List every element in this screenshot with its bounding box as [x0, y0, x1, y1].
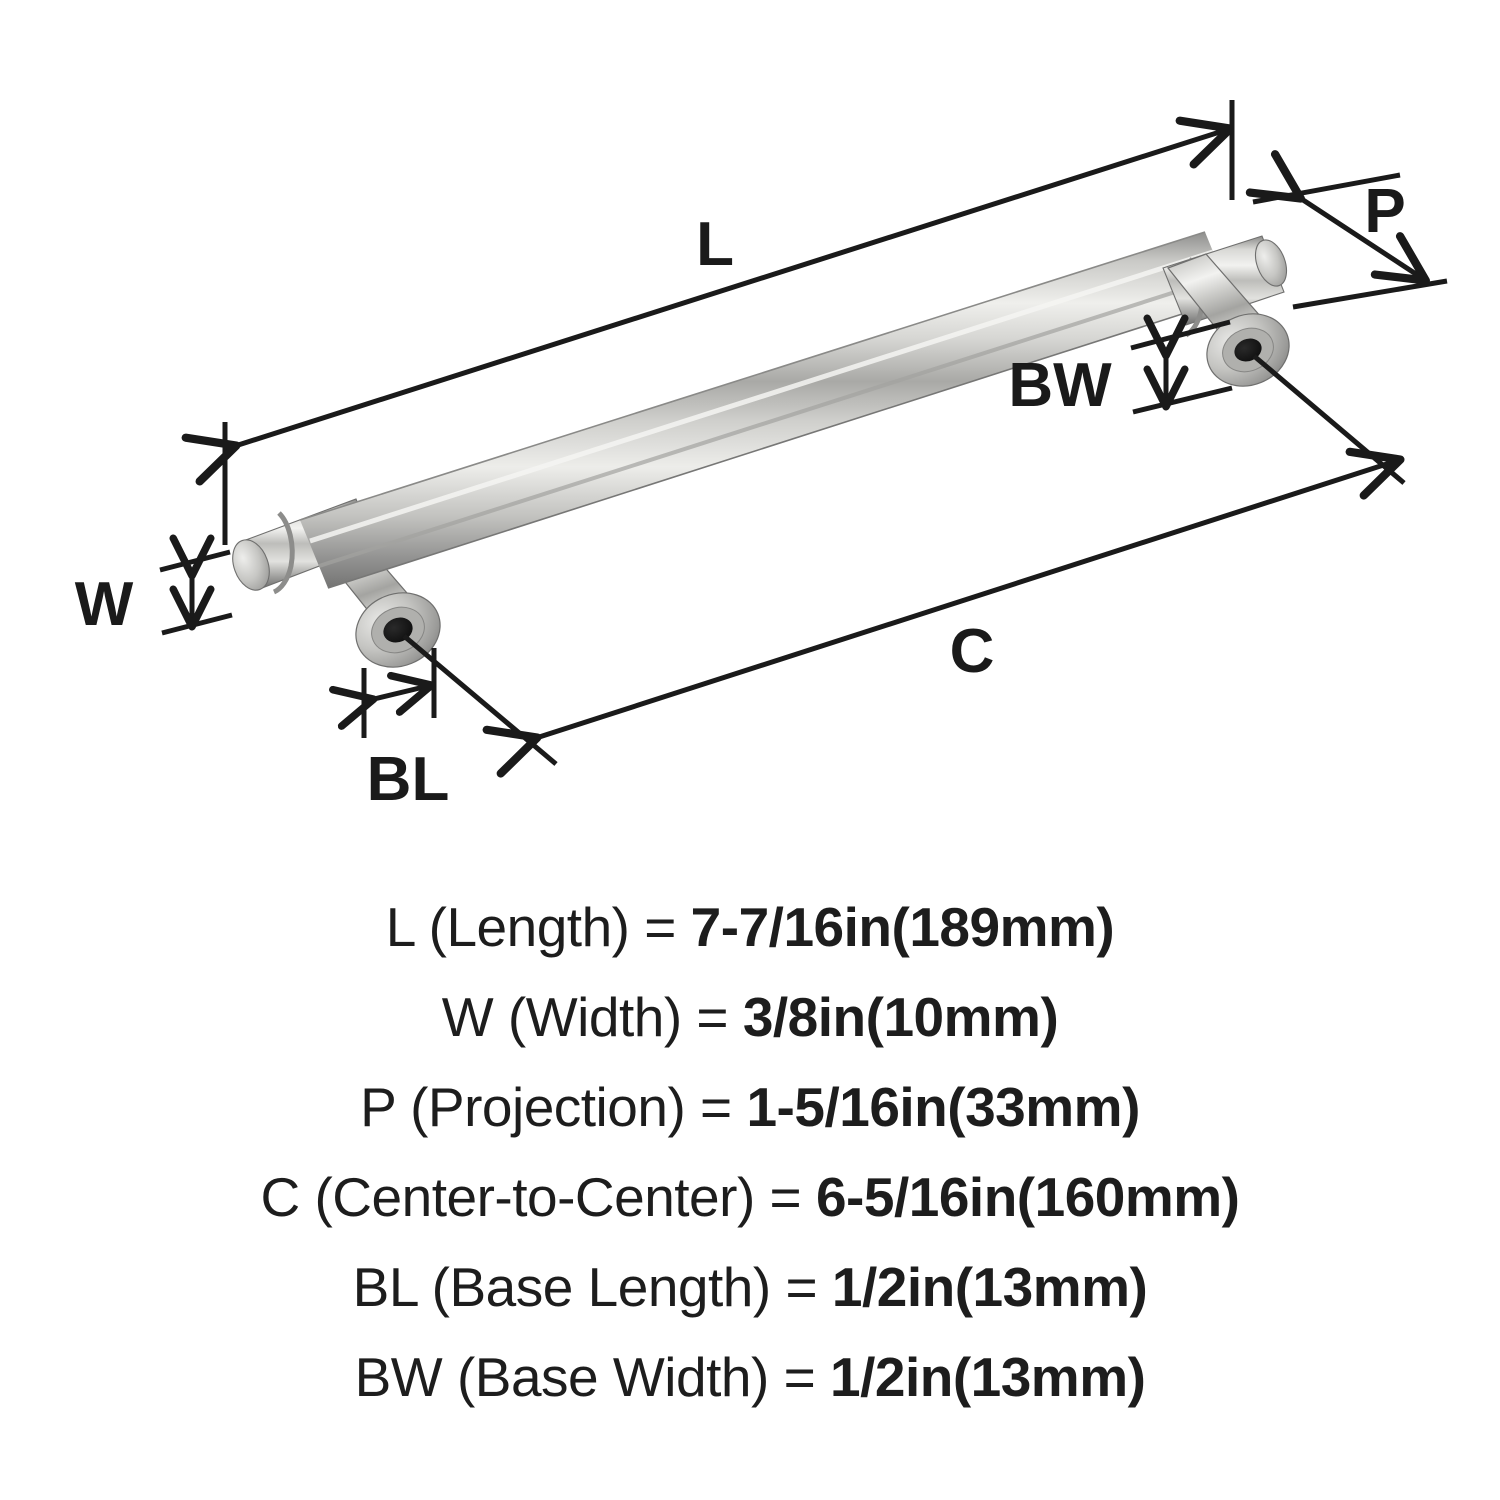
spec-value-length: 7-7/16in(189mm)	[690, 896, 1115, 958]
left-collar-ring	[272, 511, 295, 595]
handle-diagram-svg: L P BW W	[74, 100, 1448, 814]
spec-label-base-width: BW (Base Width) =	[354, 1346, 830, 1408]
specification-list: L (Length) = 7-7/16in(189mm) W (Width) =…	[0, 872, 1500, 1500]
spec-line-width: W (Width) = 3/8in(10mm)	[0, 972, 1500, 1062]
spec-line-base-width: BW (Base Width) = 1/2in(13mm)	[0, 1332, 1500, 1422]
dimension-BW: BW	[1008, 314, 1233, 420]
spec-value-base-width: 1/2in(13mm)	[829, 1346, 1146, 1408]
dimension-W: W	[75, 534, 233, 639]
spec-line-length: L (Length) = 7-7/16in(189mm)	[0, 882, 1500, 972]
left-end-cap-face	[232, 539, 270, 591]
spec-label-length: L (Length) =	[385, 896, 691, 958]
spec-value-projection: 1-5/16in(33mm)	[746, 1076, 1140, 1138]
dimension-label-W: W	[75, 570, 134, 639]
diagram-area: L P BW W	[74, 100, 1448, 814]
dimension-label-C: C	[950, 617, 995, 686]
BL-dimension-line	[329, 671, 436, 730]
C-dimension-line	[482, 447, 1405, 778]
spec-value-center-to-center: 6-5/16in(160mm)	[815, 1166, 1240, 1228]
spec-label-projection: P (Projection) =	[360, 1076, 747, 1138]
dimension-C: C	[402, 354, 1406, 778]
dimension-label-BL: BL	[367, 745, 450, 814]
dimension-P: P	[1245, 150, 1448, 310]
dimension-L: L	[181, 100, 1235, 545]
spec-label-center-to-center: C (Center-to-Center) =	[260, 1166, 816, 1228]
dimension-label-BW: BW	[1008, 351, 1112, 420]
P-extension-lower	[1292, 278, 1448, 310]
spec-line-center-to-center: C (Center-to-Center) = 6-5/16in(160mm)	[0, 1152, 1500, 1242]
L-dimension-line	[181, 116, 1235, 486]
dimension-label-P: P	[1364, 177, 1405, 246]
spec-value-base-length: 1/2in(13mm)	[831, 1256, 1148, 1318]
spec-label-width: W (Width) =	[441, 986, 743, 1048]
spec-label-base-length: BL (Base Length) =	[352, 1256, 832, 1318]
spec-value-width: 3/8in(10mm)	[742, 986, 1059, 1048]
spec-line-base-length: BL (Base Length) = 1/2in(13mm)	[0, 1242, 1500, 1332]
spec-line-projection: P (Projection) = 1-5/16in(33mm)	[0, 1062, 1500, 1152]
dimension-label-L: L	[696, 210, 734, 279]
P-dimension-line	[1245, 150, 1430, 285]
